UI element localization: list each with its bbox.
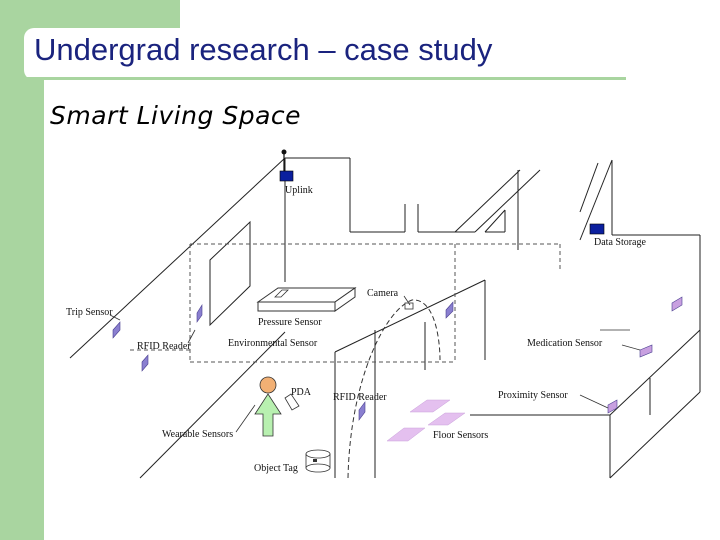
person-figure xyxy=(254,376,282,437)
pressure-sensor-bed-end xyxy=(334,287,356,312)
slide-subtitle: Smart Living Space xyxy=(50,101,302,130)
label-data-storage: Data Storage xyxy=(594,237,646,248)
floor-outline xyxy=(130,243,561,363)
label-uplink: Uplink xyxy=(285,185,313,196)
camera-coverage-arc xyxy=(347,299,441,479)
label-medication-sensor: Medication Sensor xyxy=(527,338,603,349)
label-rfid-reader-left: RFID Reader xyxy=(137,341,191,352)
label-rfid-reader-center: RFID Reader xyxy=(333,392,387,403)
pda-device xyxy=(284,393,300,411)
camera-area-sensor-marker xyxy=(445,301,454,319)
uplink-device xyxy=(279,170,294,182)
right-wall-marker xyxy=(671,296,683,312)
rfid-reader-left-marker xyxy=(141,354,149,372)
label-floor-sensors: Floor Sensors xyxy=(433,430,488,441)
title-underline xyxy=(24,77,626,80)
label-pda: PDA xyxy=(291,387,312,398)
accent-bar-left xyxy=(0,58,44,540)
floor-sensor-tiles xyxy=(386,399,466,442)
label-pressure-sensor: Pressure Sensor xyxy=(258,317,322,328)
bed-pillow xyxy=(274,289,289,298)
leader-lines xyxy=(109,295,641,433)
label-proximity-sensor: Proximity Sensor xyxy=(498,390,568,401)
label-object-tag: Object Tag xyxy=(254,463,298,474)
medication-sensor-marker xyxy=(639,344,653,358)
trip-sensor-marker xyxy=(112,321,121,339)
slide-title: Undergrad research – case study xyxy=(34,32,493,67)
label-environmental-sensor: Environmental Sensor xyxy=(228,338,318,349)
sensor-markers xyxy=(112,296,683,421)
pressure-sensor-bed-side xyxy=(257,301,336,312)
label-camera: Camera xyxy=(367,288,399,299)
label-wearable-sensors: Wearable Sensors xyxy=(162,429,233,440)
antenna-tip xyxy=(281,149,287,155)
environmental-sensor-marker xyxy=(196,303,203,323)
proximity-sensor-marker xyxy=(607,399,618,414)
room-structure xyxy=(69,157,701,479)
rfid-reader-center-marker xyxy=(358,401,366,421)
label-trip-sensor: Trip Sensor xyxy=(66,307,113,318)
title-band xyxy=(24,28,626,80)
object-tag-device xyxy=(305,449,331,473)
data-storage-device xyxy=(589,223,605,235)
